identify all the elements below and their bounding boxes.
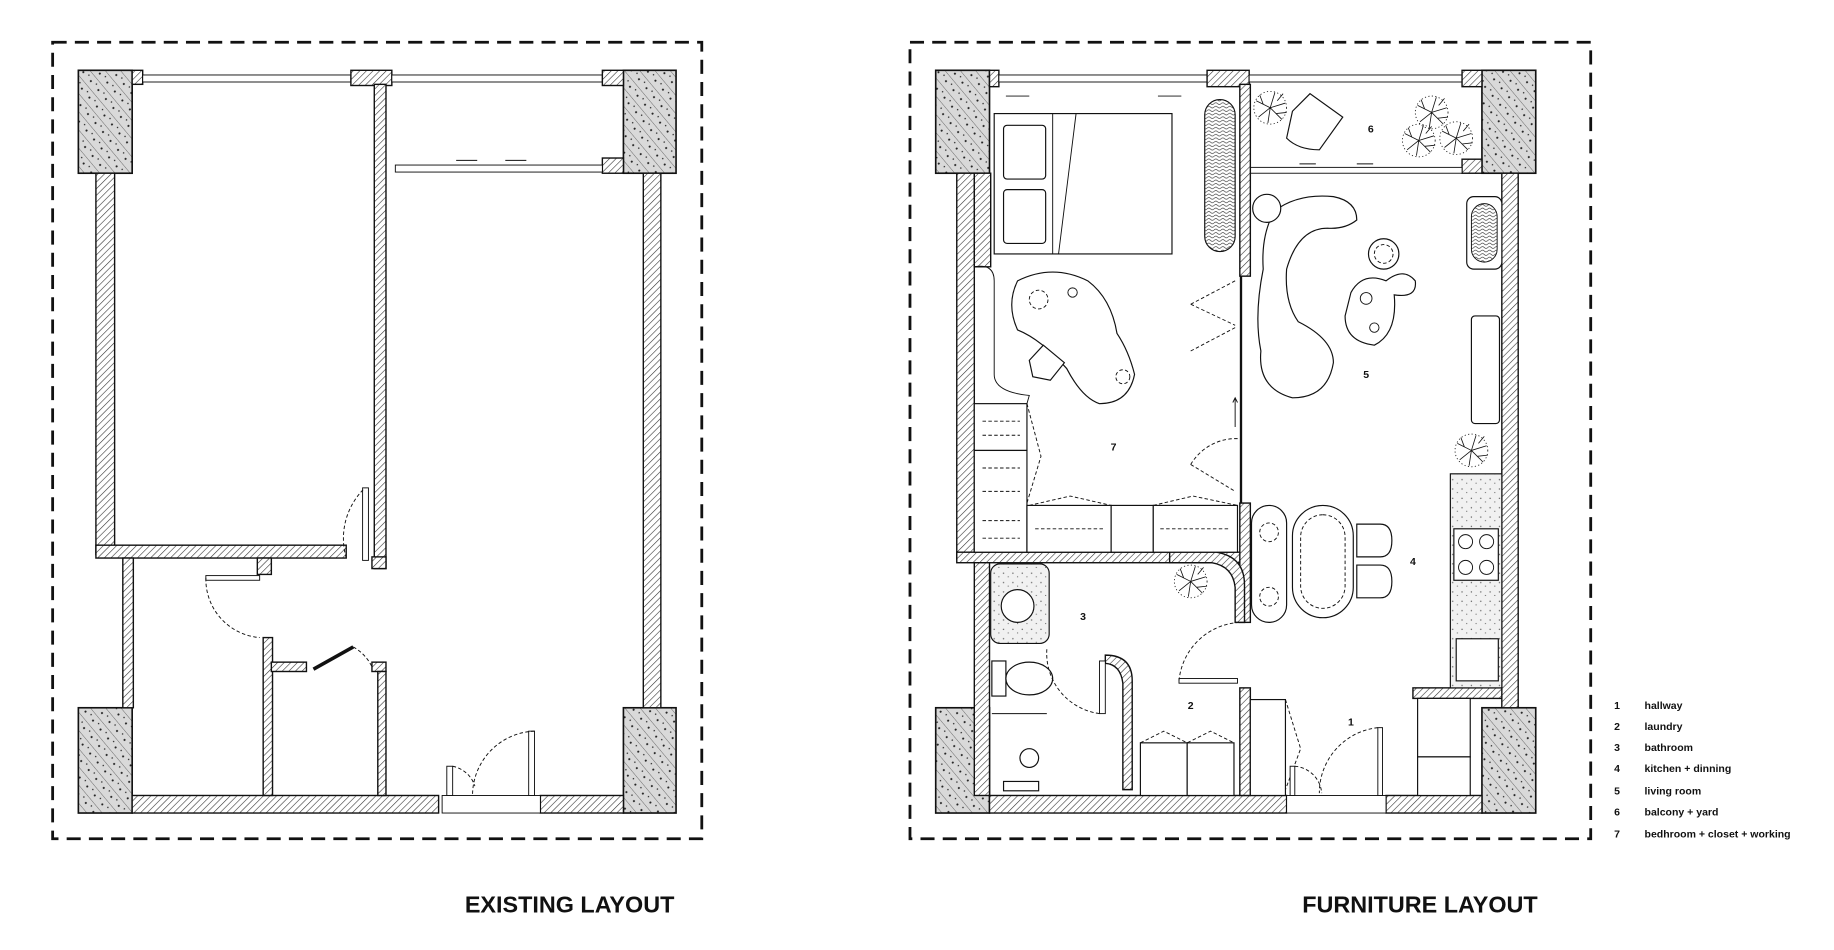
- shoe-cabinet: [1417, 756, 1471, 797]
- legend-number: 6: [1614, 806, 1620, 818]
- room-number-balcony: 6: [1368, 123, 1374, 135]
- column: [77, 706, 133, 814]
- plant-icon: [1253, 90, 1288, 125]
- legend-label: kitchen + dinning: [1645, 763, 1732, 775]
- cooktop: [1453, 528, 1499, 581]
- window: [1248, 74, 1463, 83]
- coffee-table: [1344, 273, 1417, 346]
- lounge-chair: [1285, 92, 1344, 151]
- shelf: [1002, 780, 1040, 792]
- room-legend: 1 hallway 2 laundry 3 bathroom 4 kitchen…: [1614, 700, 1791, 841]
- double-bed: [993, 112, 1173, 255]
- column: [622, 706, 677, 814]
- desk-chair: [1028, 344, 1066, 381]
- existing-layout-title: EXISTING LAYOUT: [465, 891, 675, 917]
- legend-number: 1: [1614, 700, 1620, 712]
- legend-label: hallway: [1645, 700, 1683, 712]
- legend-number: 3: [1614, 742, 1620, 754]
- coffee-table: [1367, 238, 1400, 270]
- legend-label: living room: [1645, 785, 1702, 797]
- wall: [956, 172, 976, 560]
- sliding-door: [1248, 166, 1463, 174]
- sliding-door: [394, 164, 603, 173]
- column: [934, 69, 991, 175]
- fridge: [1417, 697, 1471, 758]
- cabinet: [1186, 742, 1235, 797]
- room-number-laundry: 2: [1188, 700, 1194, 712]
- legend-label: bedhroom + closet + working: [1645, 829, 1791, 841]
- column: [77, 69, 133, 175]
- room-number-living: 5: [1363, 369, 1369, 381]
- sofa: [1257, 195, 1358, 399]
- legend-label: balcony + yard: [1645, 806, 1719, 818]
- washbasin: [1000, 589, 1035, 623]
- column: [1481, 706, 1537, 814]
- room-number-bedroom: 7: [1111, 441, 1117, 453]
- toilet-tank: [991, 660, 1007, 697]
- plan-boundary: [908, 40, 1593, 841]
- furniture-layout-plan: 1 2 3 4 5 6 7: [908, 40, 1593, 841]
- legend-label: bathroom: [1645, 742, 1694, 754]
- floor-drain: [1019, 748, 1040, 768]
- dining-table: [1291, 504, 1354, 619]
- plan-boundary: [51, 40, 704, 841]
- dining-chair: [1356, 564, 1393, 599]
- toilet: [1005, 661, 1054, 696]
- column: [1481, 69, 1537, 175]
- legend-number: 7: [1614, 829, 1620, 841]
- side-table: [1252, 193, 1282, 223]
- plant-icon: [1401, 123, 1436, 158]
- wardrobe: [973, 403, 1239, 553]
- legend-number: 5: [1614, 785, 1620, 797]
- furniture-layout-title: FURNITURE LAYOUT: [1302, 891, 1538, 917]
- column: [622, 69, 677, 175]
- window: [142, 74, 352, 83]
- legend-number: 2: [1614, 721, 1620, 733]
- kitchen-sink: [1455, 638, 1499, 682]
- washing-machine: [1139, 742, 1188, 797]
- window: [391, 74, 603, 83]
- shoe-cabinet: [1249, 698, 1287, 797]
- window: [998, 74, 1208, 83]
- legend-label: laundry: [1645, 721, 1683, 733]
- bench: [1204, 98, 1236, 253]
- plant-icon: [1439, 121, 1473, 155]
- existing-layout-plan: [51, 40, 704, 841]
- room-number-bathroom: 3: [1080, 611, 1086, 623]
- plant-icon: [1454, 433, 1489, 468]
- legend-number: 4: [1614, 763, 1620, 775]
- room-number-hallway: 1: [1348, 716, 1354, 728]
- room-number-kitchen: 4: [1410, 556, 1416, 568]
- dining-chair: [1356, 523, 1393, 558]
- desk: [1011, 271, 1136, 405]
- plant-icon: [1173, 564, 1208, 599]
- wall: [95, 172, 116, 556]
- tv-console: [1470, 315, 1501, 425]
